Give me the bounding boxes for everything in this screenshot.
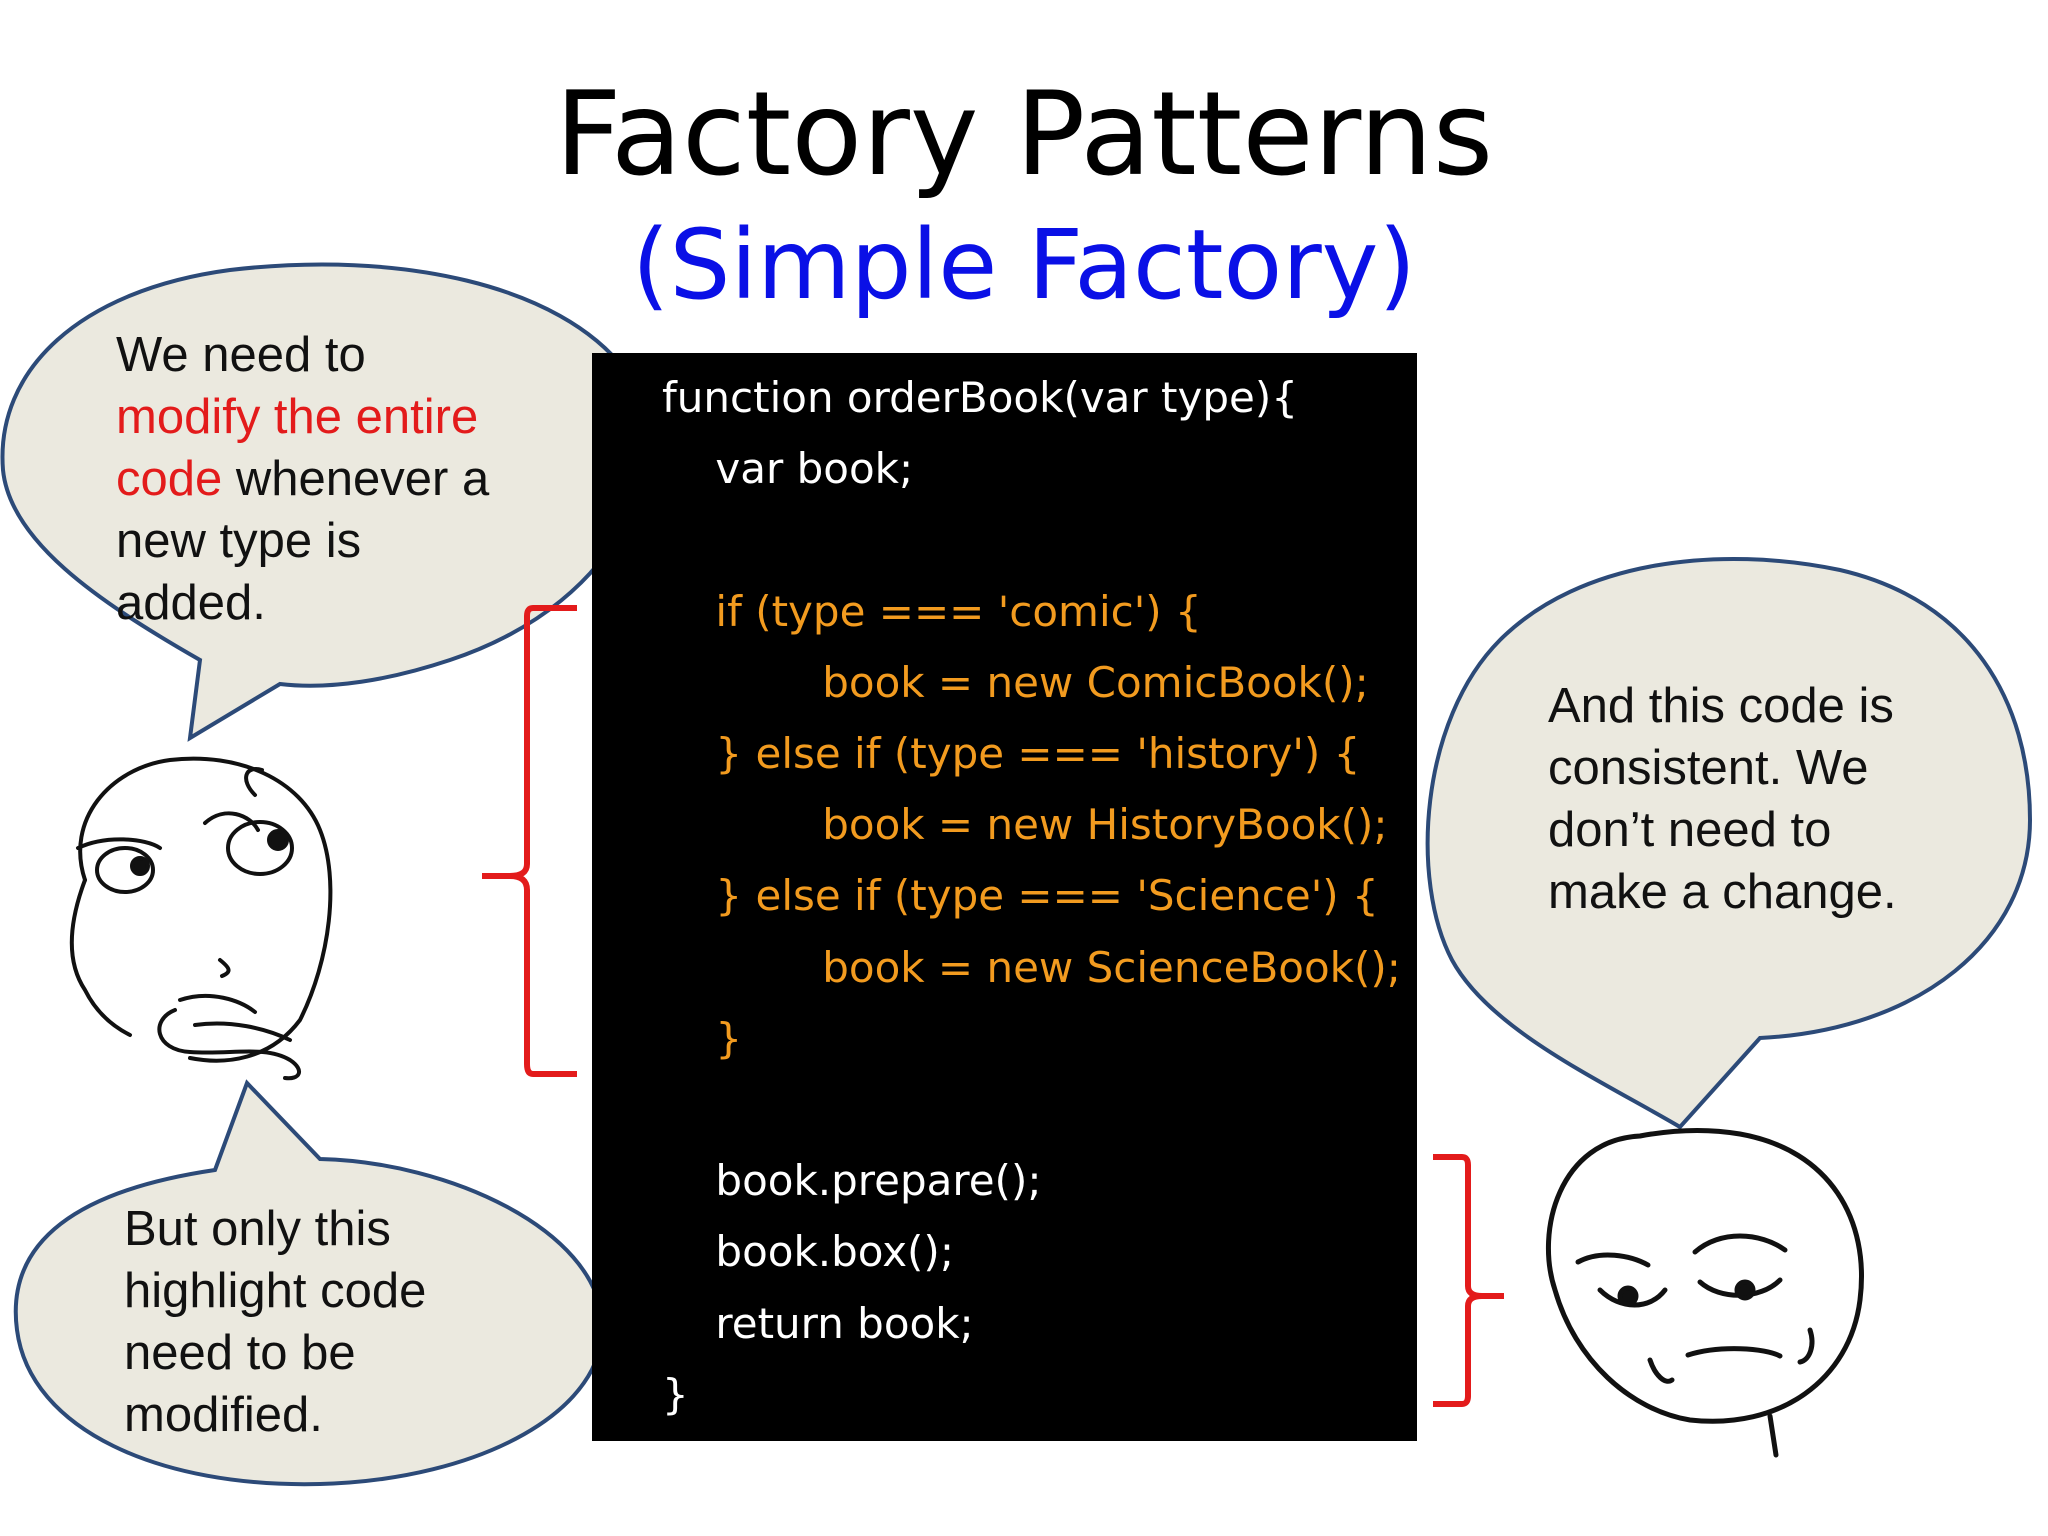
bubble-line-rest: whenever a: [222, 452, 490, 506]
bubble-line: code whenever a: [116, 448, 489, 510]
code-line: book = new ComicBook();: [662, 657, 1369, 707]
bubble-line: But only this: [124, 1202, 391, 1256]
code-line: book.box();: [662, 1227, 954, 1277]
speech-bubble-right: [1425, 556, 2033, 1130]
slide-title: Factory Patterns: [554, 67, 1494, 202]
code-line: book = new HistoryBook();: [662, 800, 1388, 850]
bubble-line: modified.: [124, 1388, 323, 1442]
bubble-line: And this code is: [1548, 679, 1894, 733]
bubble-emphasis-line: modify the entire: [116, 390, 479, 444]
bubble-line: highlight code: [124, 1264, 427, 1318]
code-line: var book;: [662, 444, 914, 494]
bubble-text-right: And this code is consistent. We don’t ne…: [1548, 675, 1897, 923]
bubble-line: don’t need to: [1548, 803, 1832, 857]
bubble-line: We need to: [116, 328, 366, 382]
speech-bubble-top-left: [0, 262, 649, 742]
code-block: function orderBook(var type){ var book; …: [592, 353, 1417, 1441]
bubble-line: make a change.: [1548, 865, 1897, 919]
code-line: } else if (type === 'Science') {: [662, 871, 1379, 921]
code-line: } else if (type === 'history') {: [662, 729, 1361, 778]
code-line: function orderBook(var type){: [662, 373, 1298, 422]
code-line: }: [662, 1013, 743, 1063]
curly-bracket-left: [482, 605, 577, 1077]
bubble-line: consistent. We: [1548, 741, 1869, 795]
bubble-text-top-left: We need to modify the entire code whenev…: [116, 324, 489, 634]
speech-bubble-bottom-left: [13, 1079, 605, 1487]
bubble-line: need to be: [124, 1326, 356, 1380]
slide-subtitle: (Simple Factory): [632, 209, 1416, 321]
code-line: book.prepare();: [662, 1156, 1042, 1206]
bubble-line: added.: [116, 576, 266, 630]
bubble-text-bottom-left: But only this highlight code need to be …: [124, 1198, 426, 1446]
thinking-face-icon: [69, 756, 333, 1081]
code-line: if (type === 'comic') {: [662, 586, 1202, 636]
curly-bracket-right: [1433, 1154, 1504, 1407]
bubble-emphasis-word: code: [116, 452, 223, 506]
bubble-line: new type is: [116, 514, 362, 568]
code-line: return book;: [662, 1298, 974, 1348]
code-line: }: [662, 1369, 689, 1419]
unimpressed-face-icon: [1546, 1127, 1864, 1458]
code-line: book = new ScienceBook();: [662, 942, 1401, 992]
